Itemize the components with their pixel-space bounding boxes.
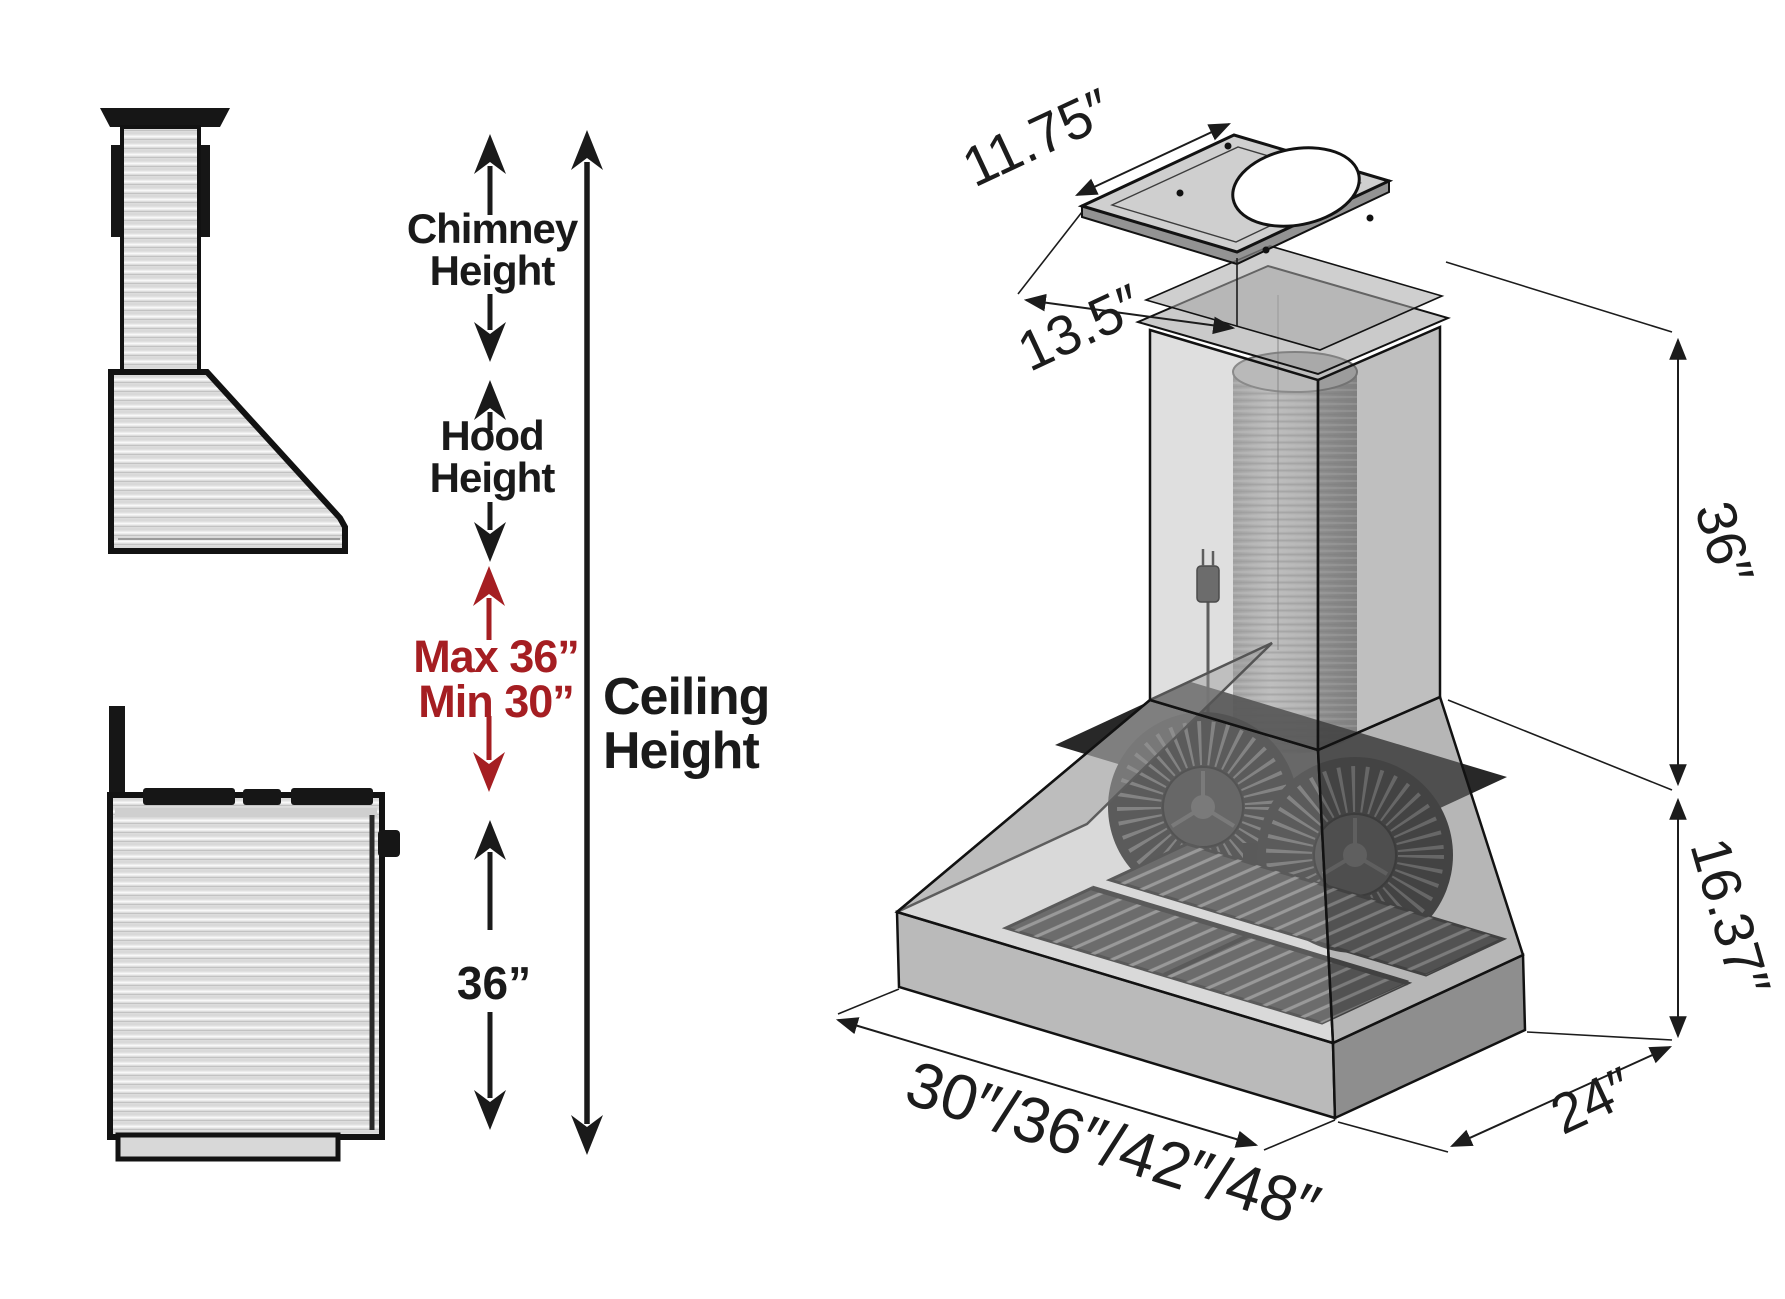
range-kick-plate: [115, 1132, 341, 1162]
chimney-height-arrows: [474, 134, 506, 362]
chimney-rail-left: [111, 145, 120, 237]
chimney-rail-right: [201, 145, 210, 237]
side-view-diagram: Chimney Height Hood Height Max 36” Min 3…: [100, 108, 770, 1162]
min-clearance-label: Min 30”: [418, 676, 574, 727]
ceiling-plate: [1077, 133, 1394, 266]
chimney-height-label-line2: Height: [430, 247, 556, 294]
range-backguard: [109, 706, 125, 798]
chimney-face-front: [1148, 328, 1320, 752]
max-clearance-label: Max 36”: [413, 631, 579, 682]
height-arrows: [473, 130, 603, 1155]
hood-height-label-line1: Hood: [440, 412, 543, 459]
burner-grate-3: [291, 788, 373, 805]
range-body: [107, 792, 385, 1140]
chimney-cap: [100, 108, 230, 127]
range-illustration: [107, 706, 400, 1162]
wall-hood-illustration: [100, 108, 348, 554]
hood-height-label-line2: Height: [430, 454, 556, 501]
crown-molding: [1135, 245, 1451, 376]
dim-label-hood-depth: 24″: [1541, 1054, 1642, 1146]
isometric-hood-drawing: 11.75″ 13.5″ 36″ 16.37″: [835, 76, 1783, 1244]
range-clearance-arrows: [474, 820, 506, 1130]
chimney-height-label-line1: Chimney: [407, 205, 579, 252]
ceiling-height-label-line1: Ceiling: [603, 668, 769, 726]
ceiling-height-label-line2: Height: [603, 722, 759, 780]
dim-label-chimney-height: 36″: [1683, 494, 1766, 590]
hood-height-arrows: [474, 380, 506, 562]
oven-door-handle: [378, 830, 400, 857]
burner-grate-1: [143, 788, 235, 805]
chimney-duct-cover: [120, 125, 201, 376]
clearance-arrows: [473, 566, 505, 792]
dim-chimney-height: 36″: [1445, 261, 1766, 791]
range-clearance-label: 36”: [457, 957, 531, 1009]
dim-label-plate-width: 11.75″: [953, 76, 1121, 199]
range-control-strip: [115, 808, 377, 817]
dim-label-hood-height: 16.37″: [1678, 831, 1783, 1002]
ceiling-height-arrow: [571, 130, 603, 1155]
hood-canopy: [108, 369, 348, 554]
dim-hood-body-height: 16.37″: [1526, 797, 1783, 1041]
chimney-face-right: [1316, 325, 1442, 752]
dim-label-plate-depth: 13.5″: [1008, 272, 1151, 384]
duct-hole: [1231, 146, 1361, 228]
burner-grate-2: [243, 789, 281, 805]
